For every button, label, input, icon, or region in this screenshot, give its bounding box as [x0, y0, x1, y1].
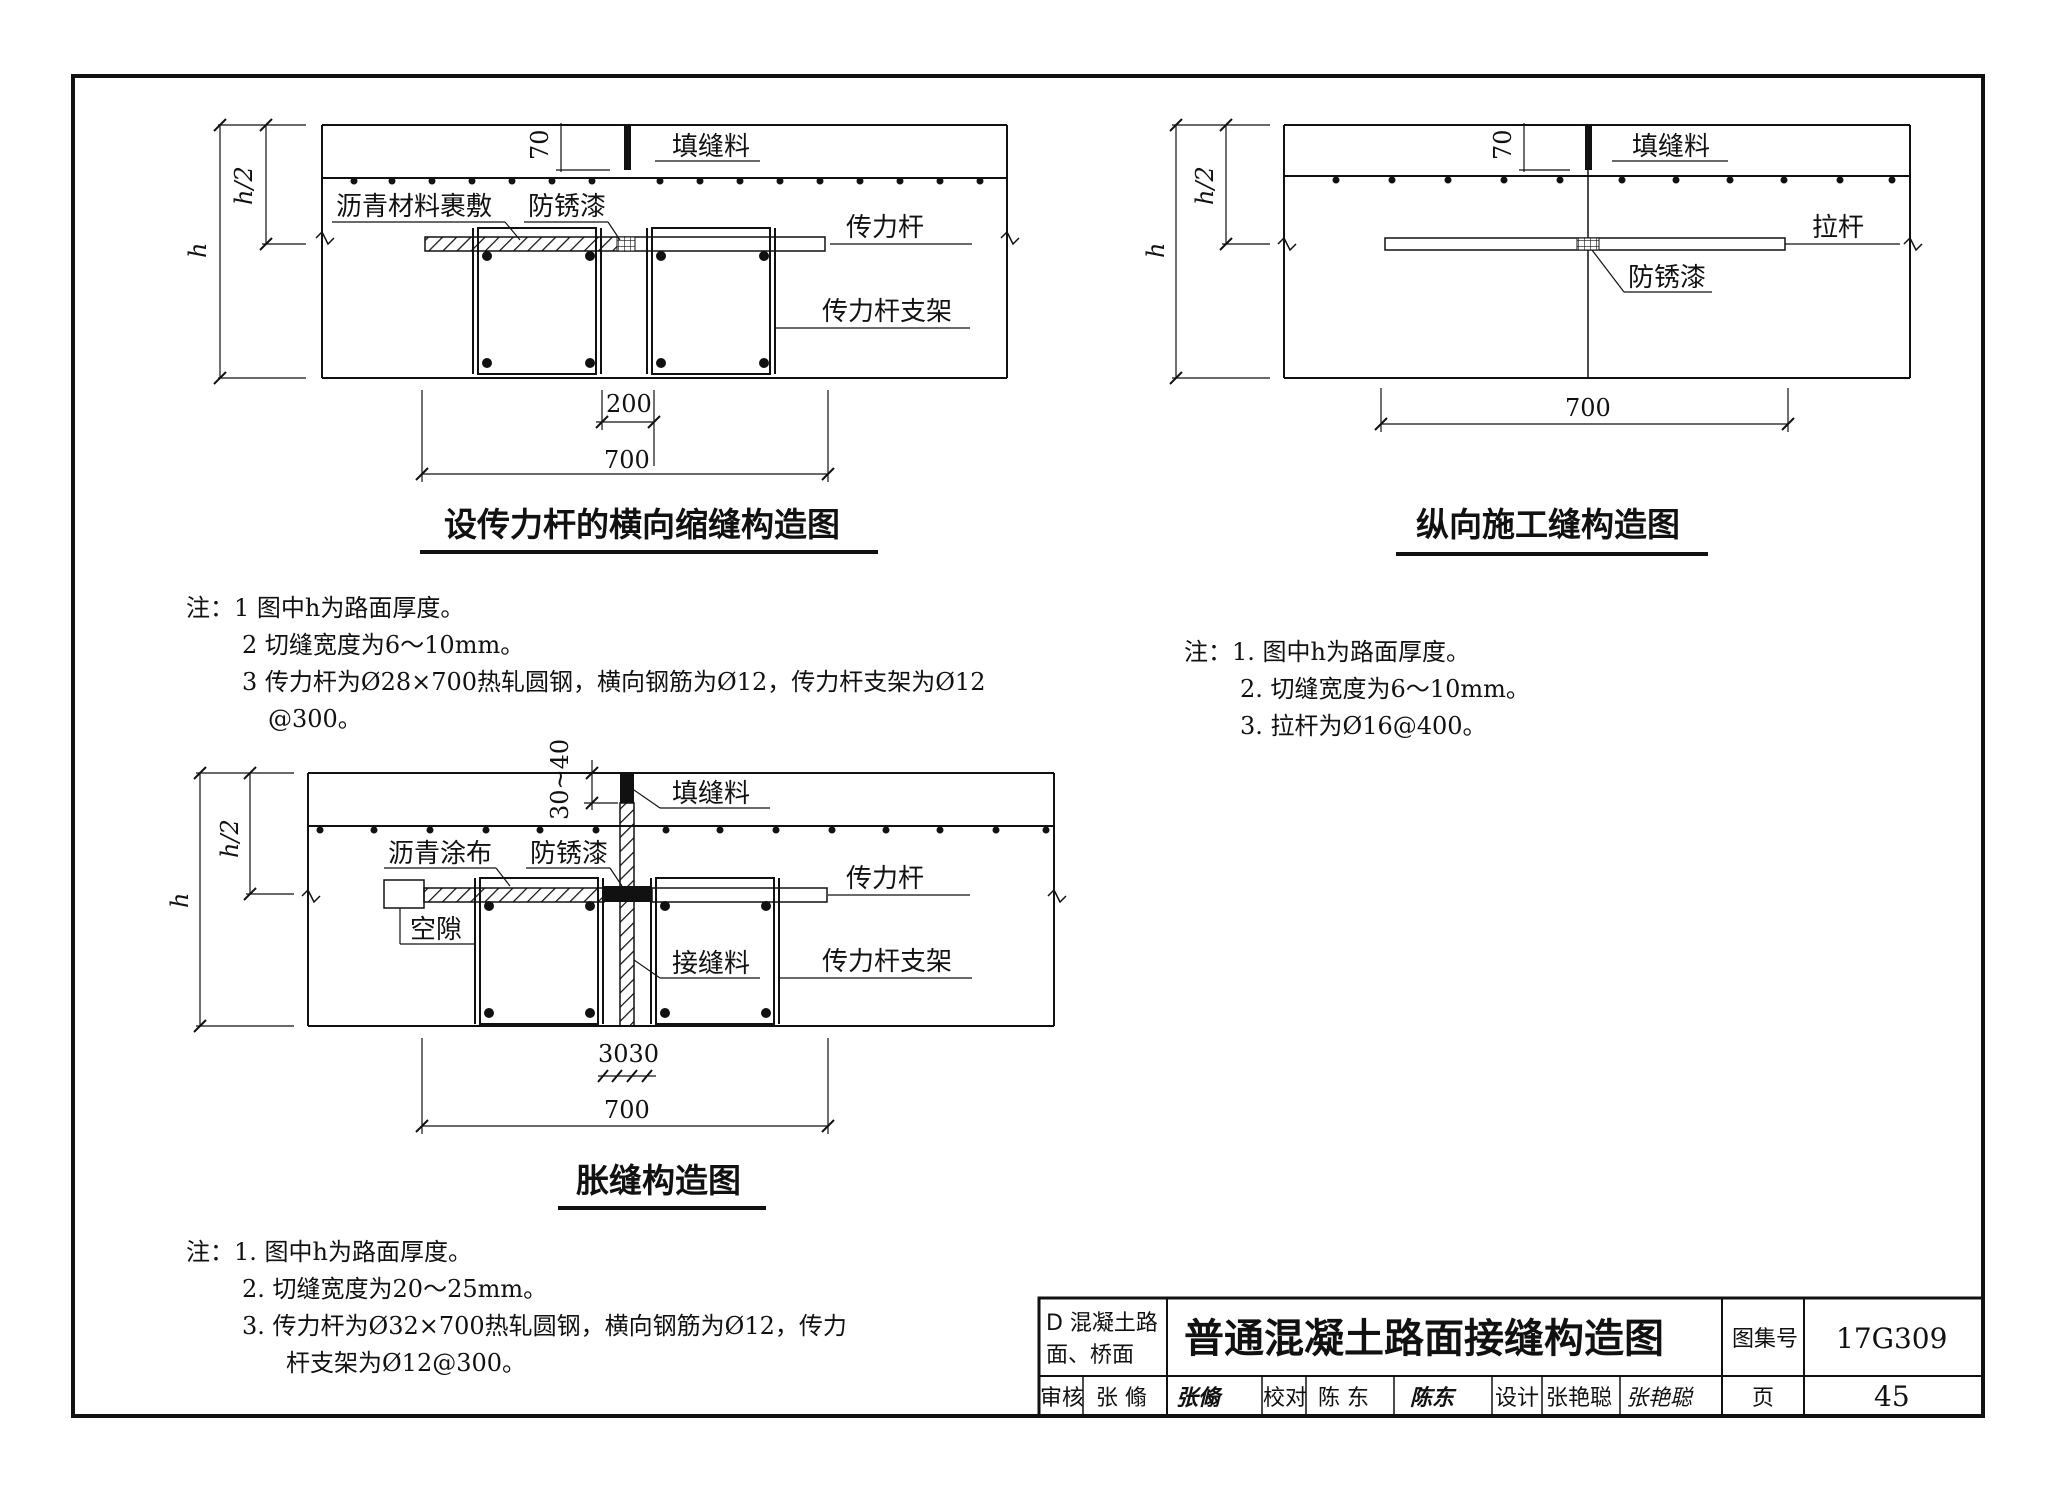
d1-label-filler: 填缝料	[672, 132, 750, 162]
tb-category-line2: 面、桥面	[1046, 1343, 1134, 1368]
notes-transverse: 注：1 图中h为路面厚度。 2 切缝宽度为6～10mm。 3 传力杆为Ø28×7…	[186, 594, 985, 733]
tb-page-label: 页	[1752, 1386, 1774, 1411]
tb-reviewer: 张 翛	[1096, 1386, 1147, 1411]
tb-designer-signature: 张艳聪	[1626, 1386, 1694, 1411]
tb-page-no: 45	[1874, 1380, 1910, 1413]
diagram-transverse-contraction-joint: 70 h/2 h 700 200 填缝料 沥青材料裹敷 防锈漆 传力杆 传力杆支…	[184, 118, 1020, 554]
d3-label-dowel: 传力杆	[846, 864, 924, 894]
d3-title: 胀缝构造图	[576, 1161, 741, 1200]
tb-checker-signature: 陈东	[1410, 1385, 1457, 1411]
d3-label-antirust: 防锈漆	[530, 839, 608, 869]
d3-label-asphalt-cloth: 沥青涂布	[388, 839, 492, 869]
notes-longitudinal: 注：1. 图中h为路面厚度。 2. 切缝宽度为6～10mm。 3. 拉杆为Ø16…	[1184, 638, 1530, 740]
notes-expansion: 注：1. 图中h为路面厚度。 2. 切缝宽度为20～25mm。 3. 传力杆为Ø…	[186, 1238, 847, 1377]
d3-dim-half-h: h/2	[216, 819, 244, 858]
d3-dim-700: 700	[604, 1096, 650, 1124]
d3-label-dowel-support: 传力杆支架	[822, 947, 952, 977]
d2-title: 纵向施工缝构造图	[1416, 505, 1680, 544]
d2-dim-700: 700	[1565, 394, 1611, 422]
d3-note-3: 3. 传力杆为Ø32×700热轧圆钢，横向钢筋为Ø12，传力	[242, 1312, 847, 1340]
d2-note-2: 2. 切缝宽度为6～10mm。	[1240, 675, 1530, 703]
d1-label-dowel-support: 传力杆支架	[822, 297, 952, 327]
d3-note-4: 杆支架为Ø12@300。	[286, 1349, 526, 1377]
d2-note-3: 3. 拉杆为Ø16@400。	[1240, 712, 1487, 740]
diagram-longitudinal-construction-joint: 70 h/2 h 700 填缝料 拉杆 防锈漆 纵向施工缝构造图	[1142, 118, 1923, 556]
tb-reviewer-signature: 张翛	[1176, 1386, 1224, 1411]
d1-note-4: @300。	[268, 705, 362, 733]
d1-label-dowel: 传力杆	[846, 213, 924, 243]
d2-label-antirust: 防锈漆	[1628, 263, 1706, 293]
d1-label-asphalt-wrap: 沥青材料裹敷	[336, 192, 492, 222]
tb-designer: 张艳聪	[1546, 1386, 1612, 1411]
d1-dim-700: 700	[604, 446, 650, 474]
d2-note-1: 注：1. 图中h为路面厚度。	[1184, 638, 1470, 666]
d3-label-joint-material: 接缝料	[672, 949, 750, 979]
d3-dim-3030: 3030	[598, 1040, 659, 1068]
d3-label-void: 空隙	[410, 915, 462, 945]
d2-dim-half-h: h/2	[1191, 166, 1219, 205]
d3-label-filler: 填缝料	[672, 779, 750, 809]
d2-label-tie-bar: 拉杆	[1812, 213, 1864, 243]
tb-design-label: 设计	[1495, 1386, 1539, 1411]
title-block: D 混凝土路 面、桥面 普通混凝土路面接缝构造图 图集号 17G309 审核 张…	[1037, 1296, 1985, 1418]
d1-dim-70: 70	[526, 129, 554, 160]
d2-dim-70: 70	[1489, 129, 1517, 160]
d1-title: 设传力杆的横向缩缝构造图	[444, 505, 840, 544]
d1-dim-200: 200	[606, 390, 652, 418]
tb-review-label: 审核	[1040, 1386, 1084, 1411]
tb-atlas-no: 17G309	[1836, 1322, 1947, 1355]
d3-dim-30-40: 30~40	[546, 739, 574, 820]
d1-note-2: 2 切缝宽度为6～10mm。	[242, 631, 524, 659]
tb-main-title: 普通混凝土路面接缝构造图	[1184, 1316, 1664, 1362]
d3-note-2: 2. 切缝宽度为20～25mm。	[242, 1275, 547, 1303]
d1-label-antirust: 防锈漆	[528, 192, 606, 222]
d1-note-3: 3 传力杆为Ø28×700热轧圆钢，横向钢筋为Ø12，传力杆支架为Ø12	[242, 668, 985, 696]
tb-atlas-label: 图集号	[1732, 1327, 1798, 1352]
tb-category-line1: D 混凝土路	[1046, 1311, 1158, 1336]
tb-checker: 陈 东	[1318, 1386, 1369, 1411]
d3-dim-h: h	[166, 893, 194, 908]
d2-dim-h: h	[1142, 243, 1170, 258]
sheet-border	[71, 74, 1985, 1418]
d1-note-1: 注：1 图中h为路面厚度。	[186, 594, 464, 622]
d3-note-1: 注：1. 图中h为路面厚度。	[186, 1238, 472, 1266]
d2-label-filler: 填缝料	[1632, 132, 1710, 162]
diagram-expansion-joint: 30~40 h/2 h 700 3030 填缝料 沥青涂布 防锈漆 传力杆 空隙	[166, 739, 1067, 1210]
tb-check-label: 校对	[1263, 1386, 1307, 1411]
d1-dim-half-h: h/2	[230, 166, 258, 205]
d1-dim-h: h	[184, 243, 212, 258]
